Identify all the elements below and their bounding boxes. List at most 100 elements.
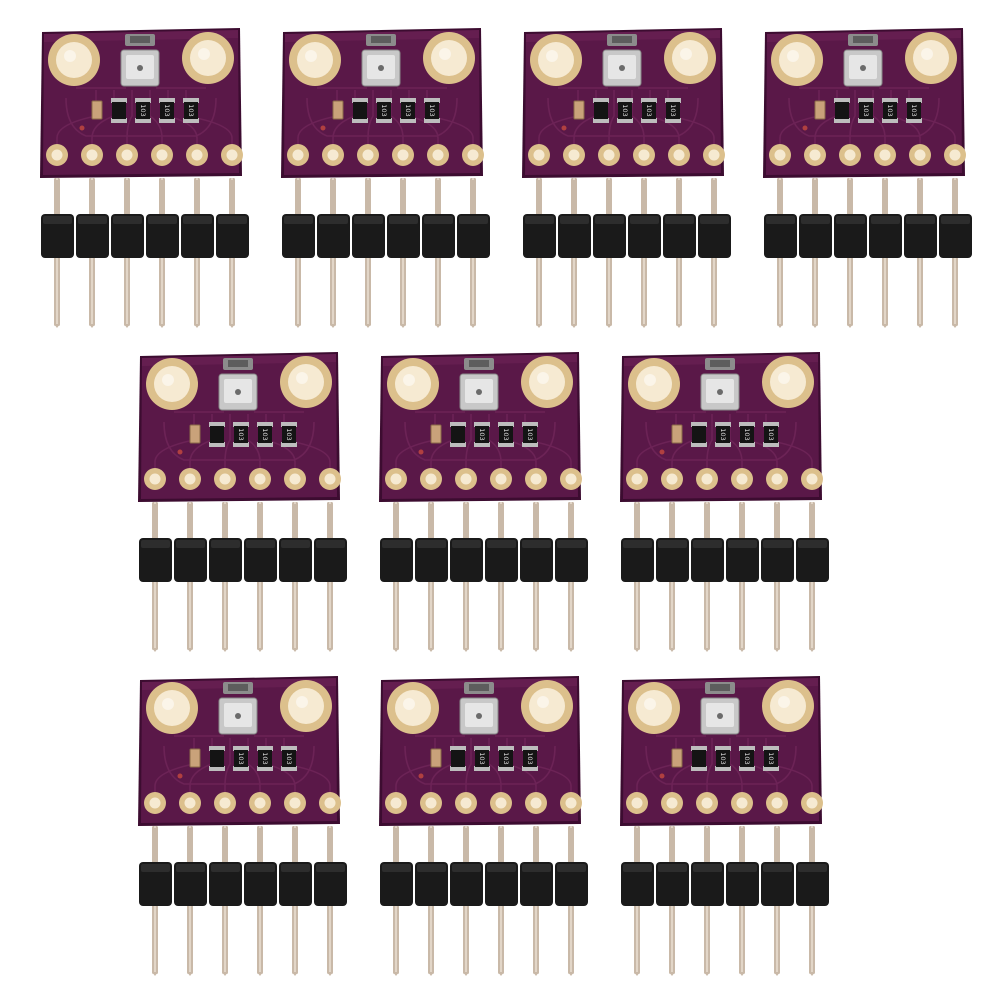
sensor-chip	[459, 682, 499, 735]
resistor-marking: 103	[910, 104, 918, 116]
module-illustration: 103 103 103	[138, 676, 347, 976]
resistor-marking: 103	[886, 104, 894, 116]
sensor-chip	[361, 34, 401, 87]
resistor-marking: 103	[502, 428, 510, 440]
module-illustration: 103 103 103	[522, 28, 731, 328]
smd-resistor: 103	[183, 98, 199, 123]
capacitor	[91, 100, 103, 120]
smd-resistor: 103	[498, 422, 514, 447]
module-illustration: 103 103 103	[138, 352, 347, 652]
pin-header-housing	[380, 862, 588, 906]
resistor-marking: 103	[478, 752, 486, 764]
resistor-marking: 103	[621, 104, 629, 116]
smd-resistor: 103	[257, 746, 273, 771]
resistor-marking: 103	[526, 752, 534, 764]
smd-resistor: 103	[715, 746, 731, 771]
pin-header-housing	[621, 862, 829, 906]
pin-header-housing	[139, 862, 347, 906]
smd-resistor: 103	[400, 98, 416, 123]
smd-resistor: 103	[522, 746, 538, 771]
smd-resistor	[209, 746, 225, 771]
smd-resistor: 103	[233, 422, 249, 447]
resistor-marking: 103	[862, 104, 870, 116]
smd-resistor: 103	[522, 422, 538, 447]
resistor-marking: 103	[285, 428, 293, 440]
capacitor	[573, 100, 585, 120]
resistor-marking: 103	[669, 104, 677, 116]
pcb-board: 103 103 103	[379, 352, 582, 502]
resistor-marking: 103	[404, 104, 412, 116]
capacitor	[671, 748, 683, 768]
pin-header-housing	[41, 214, 249, 258]
smd-resistor: 103	[617, 98, 633, 123]
smd-resistor	[593, 98, 609, 123]
capacitor	[332, 100, 344, 120]
smd-resistor: 103	[641, 98, 657, 123]
smd-resistor: 103	[257, 422, 273, 447]
pcb-board: 103 103 103	[281, 28, 484, 178]
resistor-marking: 103	[767, 428, 775, 440]
pcb-board: 103 103 103	[620, 676, 823, 826]
smd-resistor	[691, 746, 707, 771]
resistor-marking: 103	[767, 752, 775, 764]
pin-header-housing	[621, 538, 829, 582]
smd-resistor	[352, 98, 368, 123]
sensor-module: 103 103 103	[134, 676, 347, 976]
resistor-marking: 103	[261, 428, 269, 440]
module-illustration: 103 103 103	[379, 352, 588, 652]
smd-resistor: 103	[739, 746, 755, 771]
smd-resistor	[450, 422, 466, 447]
sensor-chip	[218, 358, 258, 411]
smd-resistor: 103	[159, 98, 175, 123]
sensor-module: 103 103 103	[759, 28, 972, 328]
resistor-marking: 103	[237, 752, 245, 764]
smd-resistor: 103	[424, 98, 440, 123]
smd-resistor: 103	[474, 746, 490, 771]
sensor-chip	[459, 358, 499, 411]
smd-resistor	[111, 98, 127, 123]
sensor-chip	[602, 34, 642, 87]
pin-header-housing	[139, 538, 347, 582]
pin-header-housing	[523, 214, 731, 258]
smd-resistor: 103	[715, 422, 731, 447]
resistor-marking: 103	[285, 752, 293, 764]
smd-resistor: 103	[882, 98, 898, 123]
resistor-marking: 103	[478, 428, 486, 440]
smd-resistor: 103	[376, 98, 392, 123]
resistor-marking: 103	[645, 104, 653, 116]
resistor-marking: 103	[187, 104, 195, 116]
sensor-module: 103 103 103	[616, 352, 829, 652]
sensor-chip	[700, 358, 740, 411]
pin-header-housing	[380, 538, 588, 582]
module-illustration: 103 103 103	[620, 676, 829, 976]
smd-resistor: 103	[665, 98, 681, 123]
resistor-marking: 103	[743, 428, 751, 440]
sensor-chip	[700, 682, 740, 735]
smd-resistor: 103	[906, 98, 922, 123]
sensor-chip	[218, 682, 258, 735]
smd-resistor: 103	[739, 422, 755, 447]
resistor-marking: 103	[380, 104, 388, 116]
module-illustration: 103 103 103	[281, 28, 490, 328]
sensor-module: 103 103 103	[616, 676, 829, 976]
resistor-marking: 103	[743, 752, 751, 764]
resistor-marking: 103	[237, 428, 245, 440]
capacitor	[671, 424, 683, 444]
smd-resistor: 103	[281, 746, 297, 771]
pin-header-housing	[764, 214, 972, 258]
smd-resistor: 103	[763, 746, 779, 771]
capacitor	[189, 424, 201, 444]
pcb-board: 103 103 103	[522, 28, 725, 178]
capacitor	[430, 424, 442, 444]
smd-resistor	[691, 422, 707, 447]
capacitor	[814, 100, 826, 120]
module-illustration: 103 103 103	[620, 352, 829, 652]
pcb-board: 103 103 103	[620, 352, 823, 502]
sensor-module: 103 103 103	[375, 352, 588, 652]
